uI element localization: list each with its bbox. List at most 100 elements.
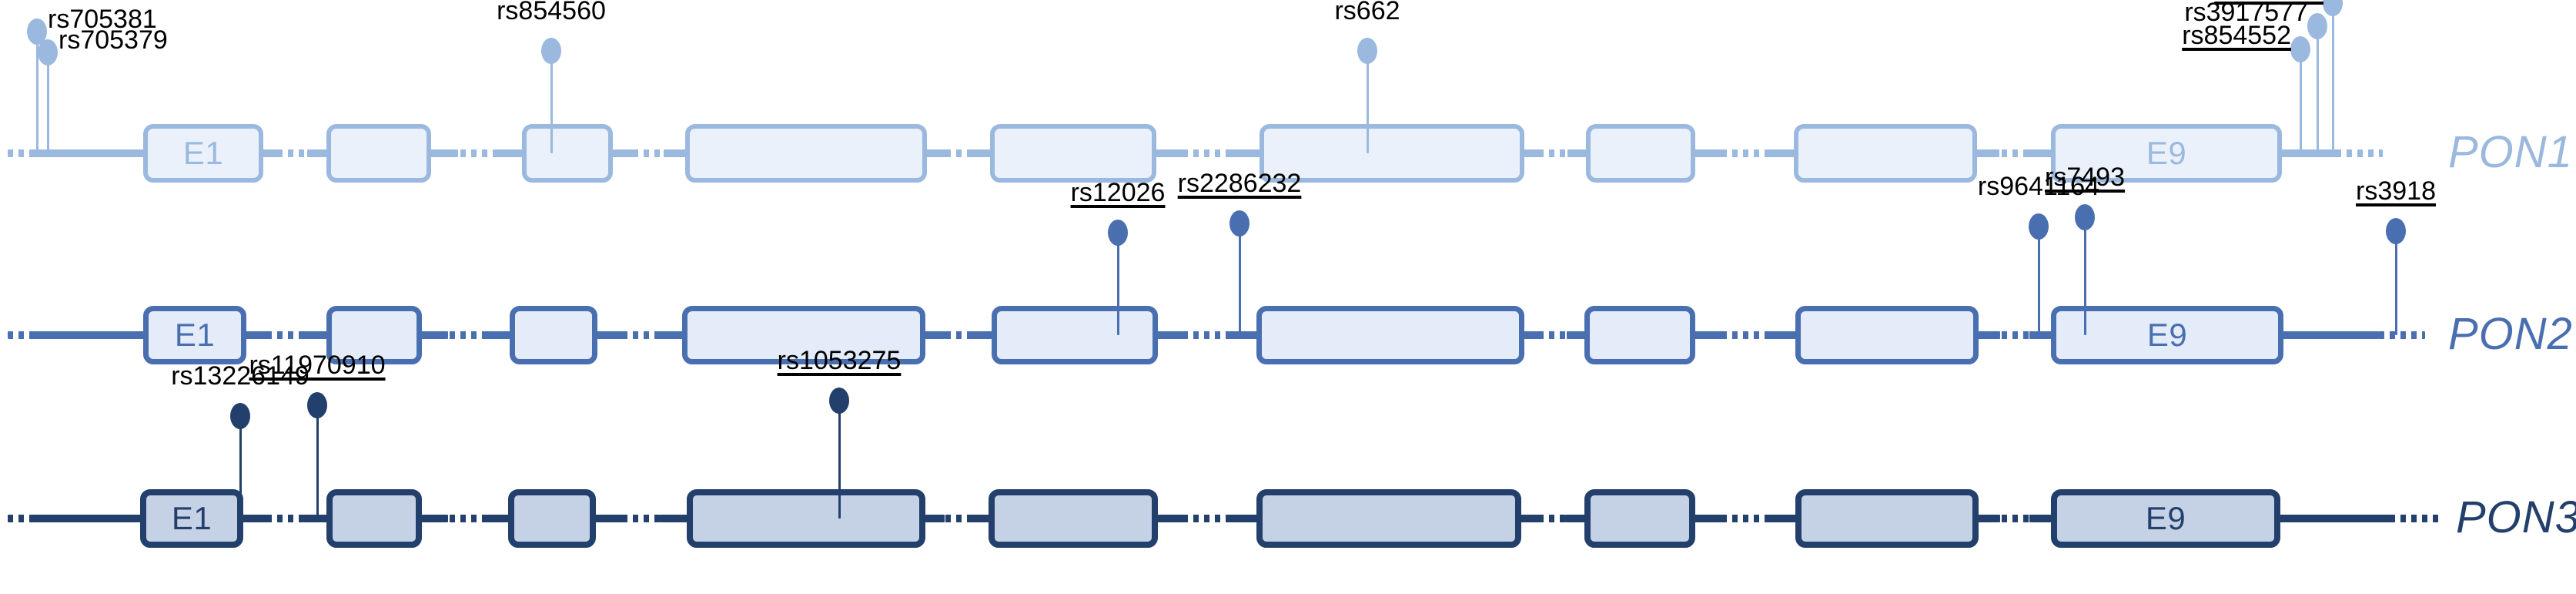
exon-pon1-5[interactable]	[990, 124, 1156, 183]
snp-head[interactable]	[1229, 210, 1250, 237]
snp-label-rs662[interactable]: rs662	[1334, 0, 1400, 25]
exon-pon3-4[interactable]	[687, 489, 925, 548]
backbone-segment	[2029, 331, 2051, 339]
exon-label: E9	[2145, 500, 2186, 536]
exon-pon1-8[interactable]	[1794, 124, 1977, 183]
backbone-segment	[1524, 331, 1543, 339]
snp-stem	[2084, 227, 2086, 335]
exon-pon1-3[interactable]	[522, 124, 613, 183]
backbone-segment	[431, 149, 459, 157]
snp-head[interactable]	[541, 38, 561, 64]
backbone-segment	[1226, 331, 1256, 339]
exon-pon1-7[interactable]	[1586, 124, 1695, 183]
exon-pon3-7[interactable]	[1584, 489, 1695, 548]
snp-head[interactable]	[2029, 213, 2049, 240]
backbone-segment	[1566, 331, 1584, 339]
backbone-segment	[659, 515, 687, 522]
snp-label-rs11970910[interactable]: rs11970910	[249, 351, 386, 380]
backbone-segment	[972, 331, 992, 339]
snp-label-rs854551[interactable]: rs854551	[2214, 0, 2323, 2]
backbone-segment	[422, 515, 448, 522]
snp-head[interactable]	[829, 388, 849, 414]
snp-head[interactable]	[2290, 36, 2310, 62]
snp-head[interactable]	[2075, 204, 2095, 230]
snp-label-rs12026[interactable]: rs12026	[1070, 178, 1166, 207]
snp-stem	[1117, 243, 1119, 335]
exon-pon2-5[interactable]	[992, 306, 1158, 364]
backbone-segment	[663, 149, 685, 157]
snp-label-rs854560[interactable]: rs854560	[497, 0, 606, 25]
exon-pon3-6[interactable]	[1256, 489, 1521, 548]
backbone-segment	[243, 515, 269, 522]
snp-head[interactable]	[2386, 218, 2406, 244]
exon-pon2-2[interactable]	[326, 306, 422, 364]
exon-pon1-1[interactable]: E1	[143, 124, 263, 183]
backbone-segment	[613, 149, 635, 157]
backbone-segment	[1979, 331, 2001, 339]
snp-label-rs9641164[interactable]: rs9641164	[1977, 172, 2100, 201]
backbone-segment	[29, 331, 151, 339]
snp-label-rs3918[interactable]: rs3918	[2356, 176, 2436, 206]
backbone-segment	[657, 331, 682, 339]
snp-label-rs13226149[interactable]: rs13226149	[171, 361, 309, 391]
backbone-segment	[482, 515, 508, 522]
snp-stem	[1239, 233, 1241, 335]
exon-label: E9	[2146, 135, 2187, 171]
snp-head[interactable]	[1108, 220, 1128, 246]
backbone-segment	[1695, 515, 1725, 522]
backbone-segment	[1764, 149, 1794, 157]
snp-label-rs3917577[interactable]: rs3917577	[2184, 0, 2308, 27]
backbone-segment	[1567, 149, 1586, 157]
snp-stem	[47, 62, 49, 153]
exon-pon2-4[interactable]	[682, 306, 925, 364]
snp-stem	[1367, 61, 1369, 153]
snp-stem	[239, 426, 242, 518]
gene-name-pon2: PON2	[2448, 309, 2573, 359]
exon-pon3-8[interactable]	[1795, 489, 1979, 548]
exon-pon3-2[interactable]	[326, 489, 422, 548]
exon-pon3-9[interactable]: E9	[2051, 489, 2280, 548]
backbone-segment	[1158, 515, 1188, 522]
snp-stem	[2332, 13, 2334, 153]
exon-pon2-6[interactable]	[1256, 306, 1524, 364]
backbone-segment	[2029, 515, 2051, 522]
snp-head[interactable]	[307, 392, 327, 418]
backbone-segment	[1695, 149, 1725, 157]
snp-label-rs2286232[interactable]: rs2286232	[1177, 169, 1302, 198]
exon-pon2-1[interactable]: E1	[143, 306, 246, 364]
snp-head[interactable]	[230, 403, 250, 429]
snp-label-rs854552[interactable]: rs854552	[2182, 21, 2291, 50]
backbone-segment	[1765, 331, 1795, 339]
snp-stem	[550, 61, 553, 153]
exon-pon2-3[interactable]	[510, 306, 597, 364]
snp-stem	[838, 411, 841, 518]
exon-pon2-9[interactable]: E9	[2051, 306, 2283, 364]
exon-pon3-3[interactable]	[508, 489, 596, 548]
exon-pon2-8[interactable]	[1795, 306, 1979, 364]
snp-label-rs1053275[interactable]: rs1053275	[777, 346, 902, 375]
exon-pon1-6[interactable]	[1260, 124, 1524, 183]
backbone-segment	[2282, 149, 2337, 157]
backbone-segment	[1226, 515, 1256, 522]
exon-pon1-4[interactable]	[685, 124, 927, 183]
snp-head[interactable]	[1357, 38, 1377, 64]
snp-head[interactable]	[2323, 0, 2343, 16]
backbone-segment	[422, 331, 449, 339]
exon-pon3-5[interactable]	[989, 489, 1158, 548]
exon-pon3-1[interactable]: E1	[140, 489, 243, 548]
backbone-segment	[1765, 515, 1795, 522]
snp-label-rs7493[interactable]: rs7493	[2045, 163, 2125, 192]
snp-stem	[2300, 59, 2302, 153]
intron-backbone-dashed	[8, 331, 2425, 339]
snp-label-rs705381[interactable]: rs705381	[48, 5, 157, 34]
backbone-segment	[597, 331, 623, 339]
exon-pon1-2[interactable]	[326, 124, 431, 183]
snp-head[interactable]	[2307, 13, 2327, 39]
snp-head[interactable]	[38, 39, 58, 65]
backbone-segment	[246, 331, 271, 339]
exon-pon2-7[interactable]	[1584, 306, 1695, 364]
backbone-segment	[2280, 515, 2394, 522]
snp-label-rs705379[interactable]: rs705379	[59, 25, 168, 55]
snp-stem	[2317, 36, 2319, 153]
